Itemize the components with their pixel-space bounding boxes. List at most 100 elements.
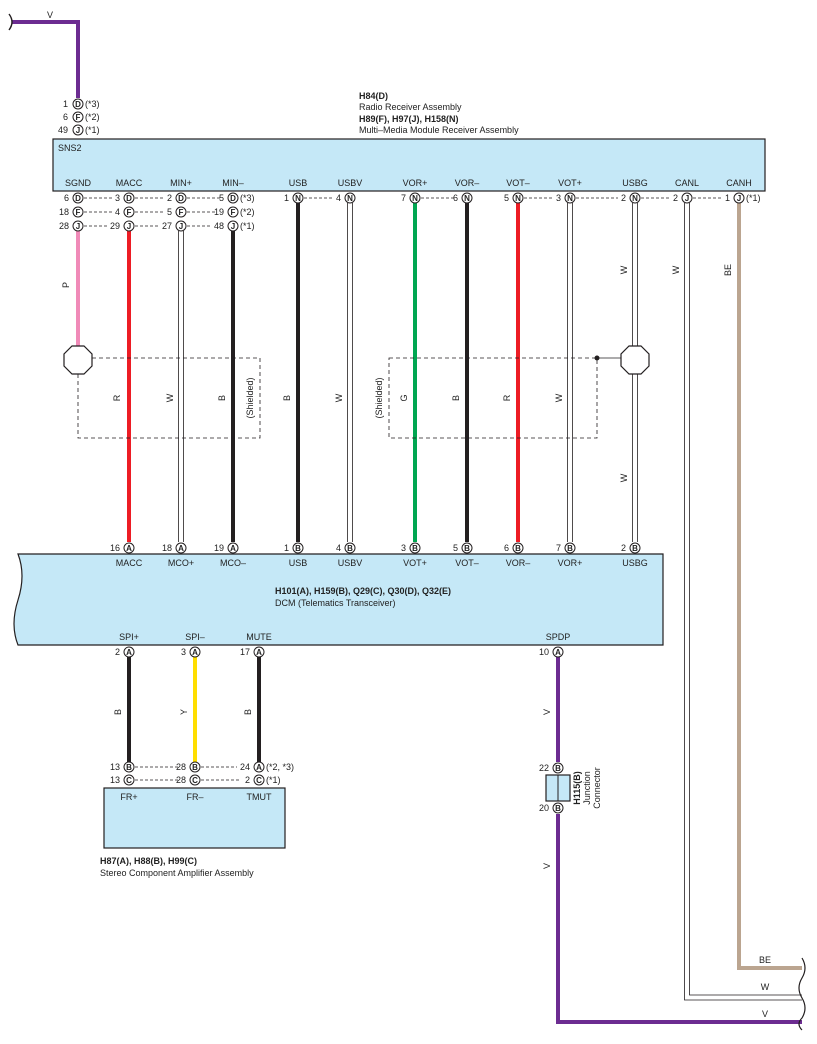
- pin-conn: N: [347, 194, 353, 203]
- dcm-pin-num: 3: [181, 647, 186, 657]
- wire-spdp-lower: [556, 814, 802, 1024]
- dcm-terminal: USBG: [622, 558, 648, 568]
- junction-sub1: Junction: [582, 771, 592, 805]
- top-terminal-labels: SGND MACC MIN+ MIN– USB USBV VOR+ VOR– V…: [65, 178, 752, 188]
- junction-pin-conn: B: [555, 804, 561, 813]
- amp-pin-num: 28: [176, 775, 186, 785]
- pin-conn: N: [515, 194, 521, 203]
- pin-num: 29: [110, 221, 120, 231]
- dcm-pin-num: 5: [453, 543, 458, 553]
- sns2-pin-note: (*2): [85, 112, 100, 122]
- main-wires: [76, 203, 802, 1001]
- wire-label-canh: BE: [723, 264, 733, 276]
- dcm-pin-num: 1: [284, 543, 289, 553]
- pin-note: (*1): [746, 193, 761, 203]
- dcm-pin-conn: B: [412, 544, 418, 553]
- pin-conn: F: [179, 208, 184, 217]
- junction-pin-conn: B: [555, 764, 561, 773]
- amp-pin-num: 13: [110, 762, 120, 772]
- pin-conn: F: [76, 208, 81, 217]
- pin-num: 27: [162, 221, 172, 231]
- sns2-pin-circle: [72, 111, 84, 123]
- wire-label-usbg2: W: [619, 473, 629, 482]
- pin-note: (*1): [240, 221, 255, 231]
- dcm-pin-num: 18: [162, 543, 172, 553]
- terminal-label: CANL: [675, 178, 699, 188]
- sns2-pin-num: 49: [58, 125, 68, 135]
- wire-label-sgnd: P: [61, 282, 71, 288]
- terminal-label: MIN+: [170, 178, 192, 188]
- shield-left-label: (Shielded): [245, 377, 255, 418]
- dcm-pin-conn: A: [555, 648, 561, 657]
- dcm-terminal: USBV: [338, 558, 363, 568]
- pin-num: 3: [115, 193, 120, 203]
- amp-pin-num: 2: [245, 775, 250, 785]
- top-violet-label: V: [47, 10, 53, 20]
- wire-canh: [737, 203, 802, 970]
- pin-num: 19: [214, 207, 224, 217]
- right-label-v: V: [762, 1009, 768, 1019]
- dcm-pin-conn: A: [126, 648, 132, 657]
- top-module-titles: H84(D) Radio Receiver Assembly H89(F), H…: [359, 91, 519, 135]
- wire-label-usbg: W: [619, 265, 629, 274]
- shield-right-box: [388, 357, 598, 439]
- amp-pin-num: 28: [176, 762, 186, 772]
- dcm-pin-conn: B: [347, 544, 353, 553]
- dcm-pin-num: 19: [214, 543, 224, 553]
- pin-conn: N: [412, 194, 418, 203]
- dcm-pin-conn: B: [567, 544, 573, 553]
- right-label-be: BE: [759, 955, 771, 965]
- terminal-label: MACC: [116, 178, 143, 188]
- junction-title: H115(B): [572, 771, 582, 805]
- pin-conn: J: [179, 222, 183, 231]
- pin-conn: D: [75, 194, 81, 203]
- dcm-pin-conn: B: [632, 544, 638, 553]
- dcm-title: H101(A), H159(B), Q29(C), Q30(D), Q32(E): [275, 586, 451, 596]
- shield-enclosures: (Shielded) (Shielded): [63, 345, 650, 439]
- wire-label-minm: B: [217, 395, 227, 401]
- pin-conn: N: [295, 194, 301, 203]
- sns2-pin-conn: D: [75, 100, 81, 109]
- dcm-pin-conn: A: [126, 544, 132, 553]
- wire-label-canl: W: [671, 265, 681, 274]
- pin-num: 1: [725, 193, 730, 203]
- pin-num: 48: [214, 221, 224, 231]
- wire-canl: [689, 203, 802, 996]
- pin-conn: D: [230, 194, 236, 203]
- terminal-label: SGND: [65, 178, 92, 188]
- sns2-pin-circle: [72, 98, 84, 110]
- shield-left-box: [77, 357, 261, 439]
- pin-num: 6: [453, 193, 458, 203]
- amp-pin-num: 13: [110, 775, 120, 785]
- junction-pin-num: 20: [539, 803, 549, 813]
- shield-ground-right-icon: [620, 345, 650, 375]
- wire-label-minp: W: [165, 393, 175, 402]
- pin-num: 28: [59, 221, 69, 231]
- pin-conn: F: [231, 208, 236, 217]
- dcm-terminal: USB: [289, 558, 308, 568]
- pin-num: 2: [621, 193, 626, 203]
- pin-num: 2: [673, 193, 678, 203]
- wire-label-spdp-top: V: [542, 709, 552, 715]
- dcm-terminal: SPDP: [546, 632, 571, 642]
- wire-label-spdp-bottom: V: [542, 863, 552, 869]
- dcm-sub: DCM (Telematics Transceiver): [275, 598, 396, 608]
- dcm-terminal: MCO–: [220, 558, 246, 568]
- sns2-pin-num: 1: [63, 99, 68, 109]
- terminal-label: USBV: [338, 178, 363, 188]
- amp-pins: 13 B 28 B 24 A (*2, *3) 13 C 28 C 2 C (*…: [110, 761, 294, 786]
- dcm-pin-num: 17: [240, 647, 250, 657]
- wire-label-spip: B: [113, 709, 123, 715]
- right-label-w: W: [761, 982, 770, 992]
- pin-conn: J: [685, 194, 689, 203]
- wire-label-usbv: W: [334, 393, 344, 402]
- dcm-pin-conn: B: [464, 544, 470, 553]
- pin-note: (*3): [240, 193, 255, 203]
- dcm-pin-num: 7: [556, 543, 561, 553]
- wire-label-votm: R: [502, 394, 512, 401]
- wire-label-votp: W: [554, 393, 564, 402]
- amp-pin-num: 24: [240, 762, 250, 772]
- pin-num: 5: [167, 207, 172, 217]
- pin-num: 5: [504, 193, 509, 203]
- pin-conn: D: [126, 194, 132, 203]
